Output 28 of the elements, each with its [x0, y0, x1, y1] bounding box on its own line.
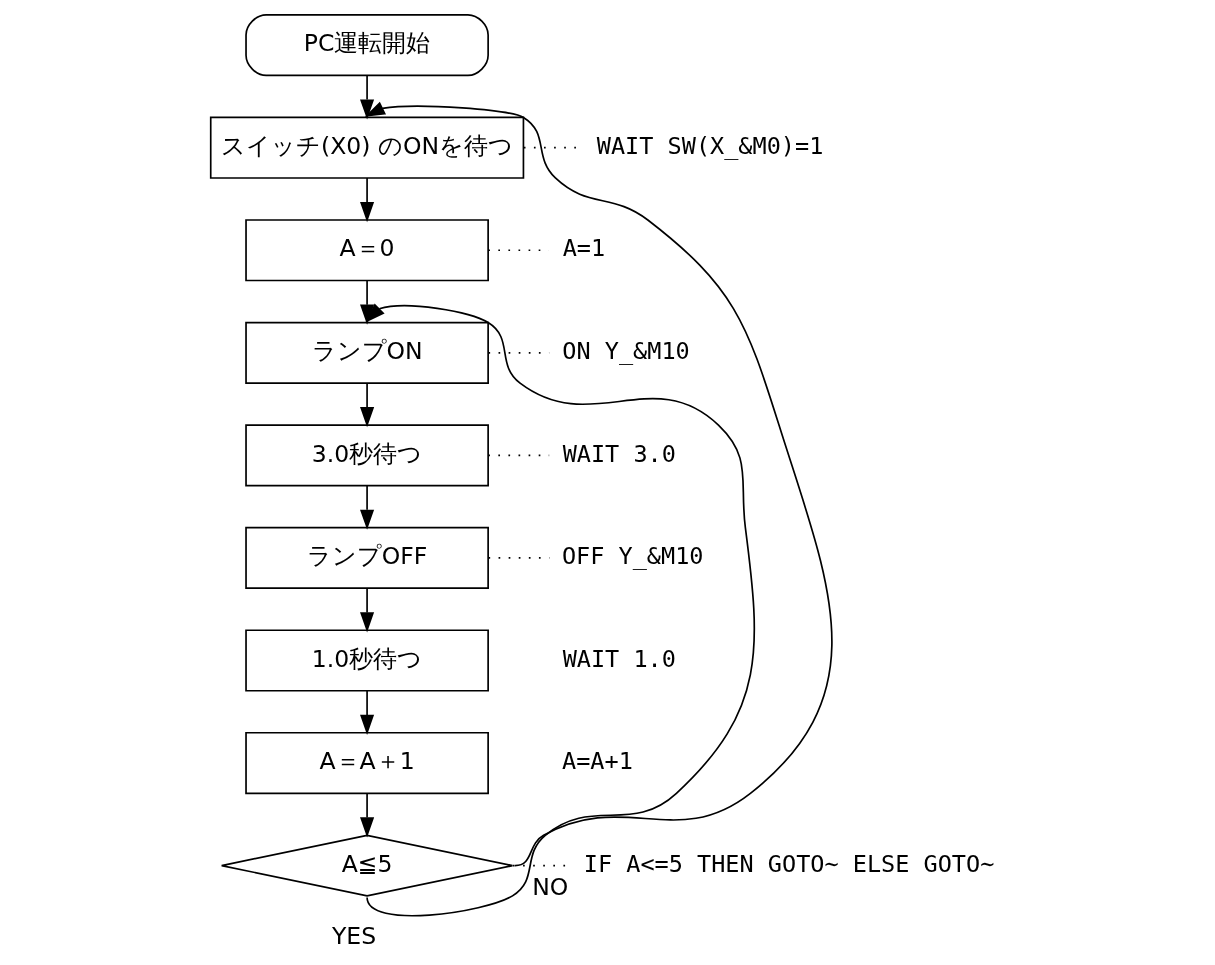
node-box: スイッチ(X0) のONを待つ [209, 116, 525, 179]
node-text: WAIT SW(X_&M0)=1 [596, 131, 824, 160]
arrow [360, 587, 375, 633]
arrow [360, 177, 375, 223]
node-box: PC運転開始 [245, 14, 489, 77]
arrow [360, 792, 375, 838]
label: WAIT 1.0 [562, 644, 676, 673]
node-text: ON Y_&M10 [562, 337, 690, 366]
arrow [360, 382, 375, 428]
node-box: A＝A＋1 [245, 731, 489, 795]
node-text: WAIT 3.0 [562, 439, 676, 468]
node-box: ランプON [245, 321, 489, 384]
node-diamond: A≦5 [220, 834, 514, 897]
arrow [360, 74, 375, 120]
node-text: IF A<=5 THEN GOTO∼ ELSE GOTO∼ [583, 849, 995, 878]
arrow [360, 484, 375, 530]
node-box: 3.0秒待つ [245, 424, 489, 487]
node-text: OFF Y_&M10 [561, 542, 704, 571]
edge-label: NO [532, 872, 569, 901]
arrow [365, 303, 756, 917]
arrow [364, 101, 833, 867]
edge-label: YES [331, 921, 377, 950]
label: A=A+1 [562, 747, 633, 776]
arrow [360, 690, 375, 735]
node-box: 1.0秒待つ [245, 629, 489, 692]
node-box: ランプOFF [245, 526, 489, 590]
node-text: A=1 [562, 234, 606, 263]
node-box: A＝0 [245, 219, 489, 282]
